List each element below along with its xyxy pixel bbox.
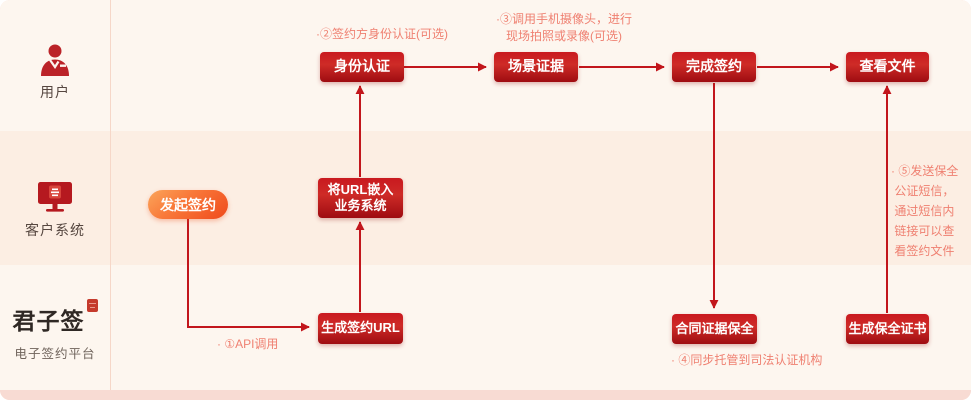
lane-label-platform: 君子签 电子签约平台	[0, 299, 110, 362]
node-generate-certificate: 生成保全证书	[846, 314, 929, 344]
node-complete-signing: 完成签约	[672, 52, 756, 82]
annotation-1-api-call: · ①API调用	[217, 337, 279, 351]
junziqian-logo-seal-icon	[86, 299, 98, 312]
node-view-file: 查看文件	[846, 52, 929, 82]
lane-platform-row	[0, 265, 971, 390]
annotation-2-identity-optional: ·②签约方身份认证(可选)	[316, 27, 448, 41]
node-scene-evidence: 场景证据	[494, 52, 578, 82]
node-evidence-preservation: 合同证据保全	[672, 314, 757, 344]
annotation-3-camera-capture: ·③调用手机摄像头，进行 现场拍照或录像(可选)	[496, 12, 632, 43]
monitor-icon	[0, 182, 110, 214]
lane-label-user-text: 用户	[40, 84, 70, 100]
lane-label-user: 用户	[0, 44, 110, 102]
lane-label-platform-text: 电子签约平台	[14, 347, 96, 361]
lane-label-client-system: 客户系统	[0, 182, 110, 240]
footer-accent-strip	[0, 390, 971, 400]
annotation-4-judicial-escrow: · ④同步托管到司法认证机构	[671, 353, 823, 367]
lane-label-client-system-text: 客户系统	[25, 222, 85, 238]
node-embed-url: 将URL嵌入 业务系统	[318, 178, 403, 218]
user-icon	[0, 44, 110, 76]
annotation-5-sms-notary: · ⑤发送保全 公证短信， 通过短信内 链接可以查 看签约文件	[891, 164, 959, 258]
node-generate-url: 生成签约URL	[318, 313, 403, 344]
node-initiate-signing: 发起签约	[148, 190, 228, 219]
junziqian-logo: 君子签	[12, 308, 85, 335]
lane-client-system-row	[0, 131, 971, 265]
lane-label-divider	[110, 0, 111, 390]
node-identity-auth: 身份认证	[320, 52, 404, 82]
